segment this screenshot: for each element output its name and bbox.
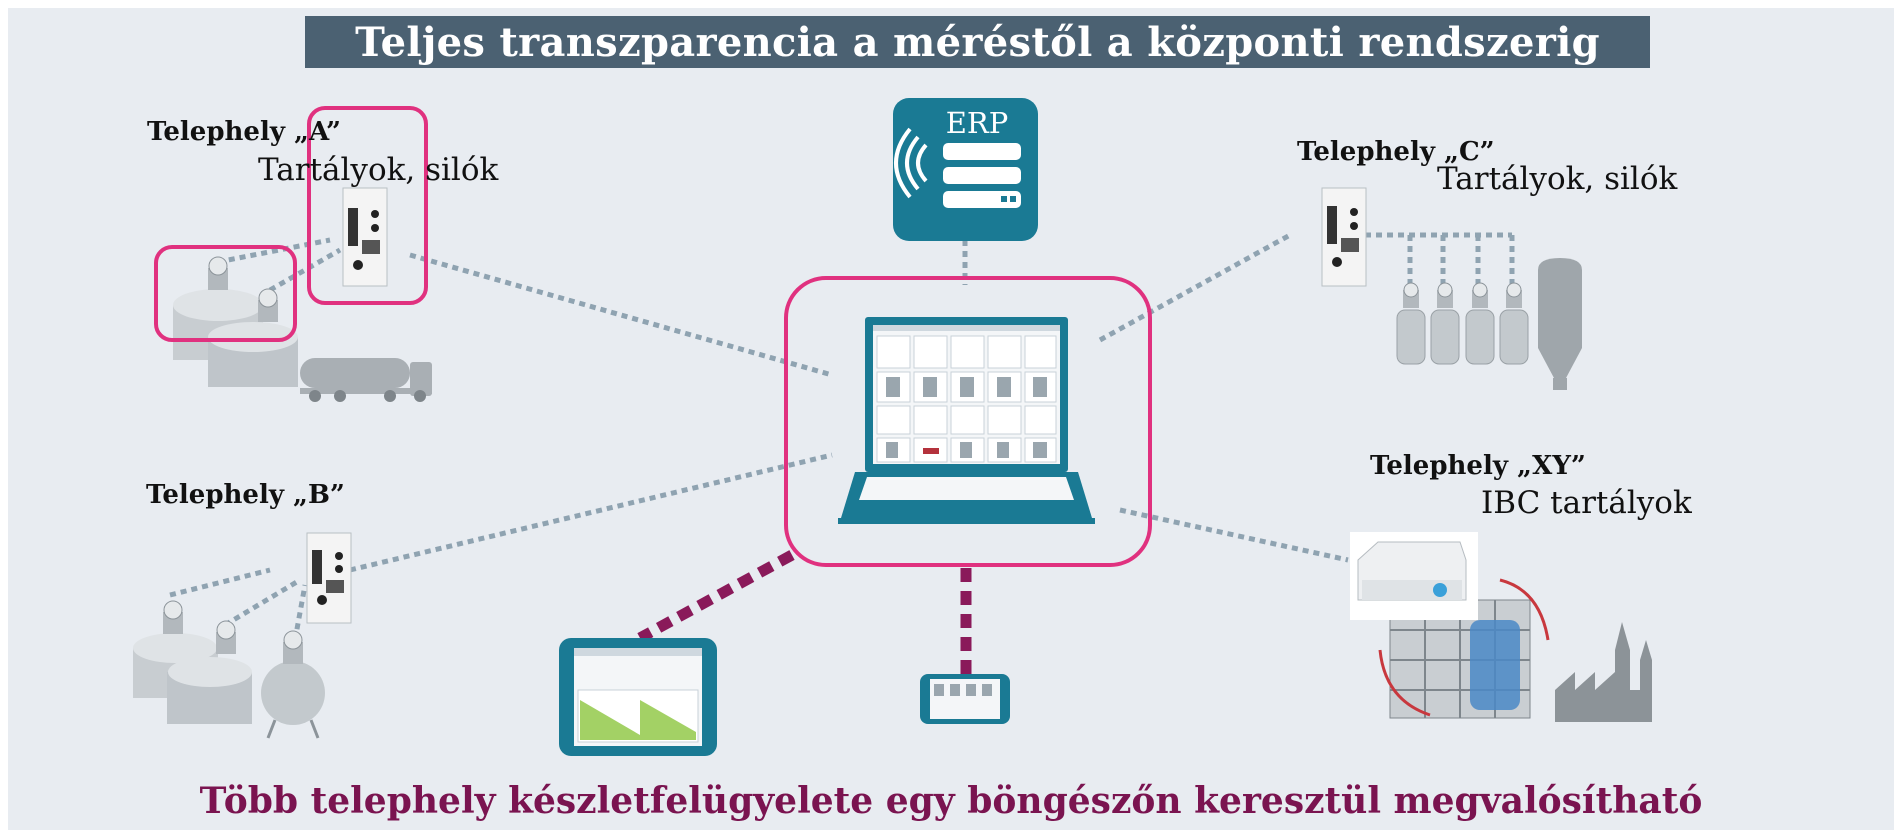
site-a-label: Telephely „A” xyxy=(147,117,341,147)
site-c-description: Tartályok, silók xyxy=(1437,161,1678,197)
site-a-gateway-icon xyxy=(342,187,388,287)
smartphone-icon xyxy=(920,674,1010,724)
connector-site-b xyxy=(349,452,833,573)
site-xy-description: IBC tartályok xyxy=(1481,485,1692,521)
laptop-dashboard-icon xyxy=(838,317,1095,524)
mobile-connectors xyxy=(637,550,972,675)
site-b-gateway-icon xyxy=(306,532,352,624)
tablet-icon xyxy=(559,638,717,756)
erp-server-icon: ERP xyxy=(893,98,1038,241)
site-c-label: Telephely „C” xyxy=(1297,137,1495,167)
erp-label: ERP xyxy=(946,106,1009,140)
sensor-highlight-box xyxy=(154,245,297,342)
factory-icon xyxy=(1555,622,1652,722)
site-c-gateway-icon xyxy=(1321,187,1367,287)
connector-site-c xyxy=(1098,232,1292,343)
site-a-description: Tartályok, silók xyxy=(258,152,499,188)
site-a-tanks-icon xyxy=(173,256,298,387)
footer-caption: Több telephely készletfelügyelete egy bö… xyxy=(199,780,1703,822)
central-system-highlight xyxy=(784,276,1152,567)
site-b-tanks-icon xyxy=(133,600,325,739)
level-radar-device-icon xyxy=(1350,532,1478,620)
site-b-label: Telephely „B” xyxy=(146,480,345,510)
connector-site-a xyxy=(409,252,833,378)
tanker-truck-icon xyxy=(300,358,432,402)
gateway-highlight-box xyxy=(307,106,428,305)
connector-site-xy xyxy=(1119,507,1349,563)
connector-tablet xyxy=(637,550,795,643)
site-a-highlights xyxy=(154,106,428,342)
site-xy-label: Telephely „XY” xyxy=(1370,451,1586,481)
site-c-silos-icon xyxy=(1396,258,1582,390)
network-connectors xyxy=(169,232,1515,641)
diagram-title: Teljes transzparencia a méréstől a közpo… xyxy=(305,16,1650,68)
